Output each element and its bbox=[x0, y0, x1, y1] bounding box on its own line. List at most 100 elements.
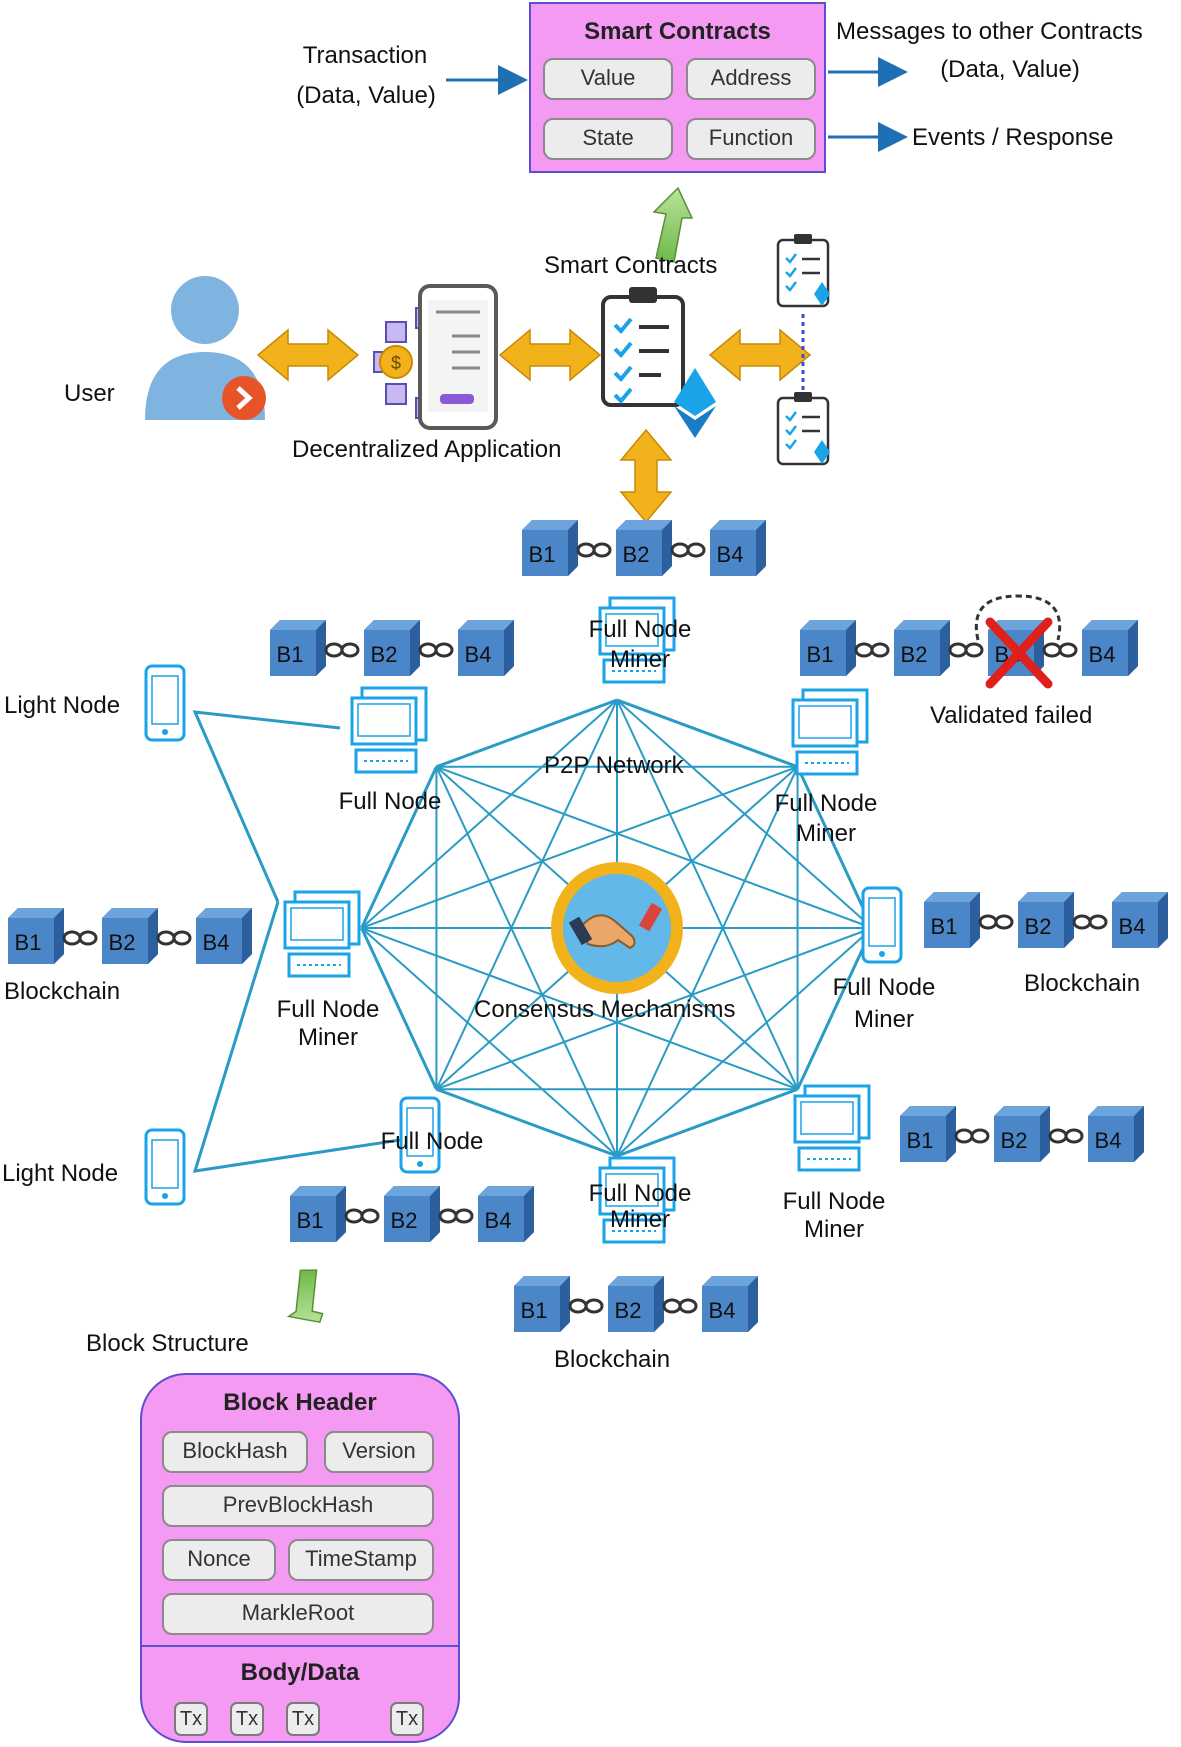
mesh-link bbox=[435, 1087, 618, 1158]
consensus-icon bbox=[551, 862, 683, 994]
chain-link-icon bbox=[978, 914, 1014, 930]
field-prevblockhash: PrevBlockHash bbox=[162, 1485, 434, 1527]
mesh-link bbox=[796, 927, 874, 1090]
chain-link-icon bbox=[1042, 642, 1078, 658]
block-label: B1 bbox=[807, 642, 834, 667]
block-label: B4 bbox=[717, 542, 744, 567]
block-label: B2 bbox=[623, 542, 650, 567]
block-structure-panel: Block Header BlockHash Version PrevBlock… bbox=[140, 1373, 460, 1743]
block-label: B4 bbox=[1089, 642, 1116, 667]
chain-link-icon bbox=[62, 930, 98, 946]
messages-sub: (Data, Value) bbox=[940, 56, 1080, 83]
double-arrow-contract-chain bbox=[709, 329, 811, 381]
block-label: B2 bbox=[1025, 914, 1052, 939]
full-node-miner-br-2: Miner bbox=[803, 1216, 864, 1243]
mesh-link bbox=[616, 1087, 799, 1158]
full-node-miner-right-2: Miner bbox=[853, 1006, 914, 1033]
block-label: B4 bbox=[465, 642, 492, 667]
block-label: B4 bbox=[485, 1208, 512, 1233]
tx-box: Tx bbox=[390, 1702, 424, 1736]
red-x-icon bbox=[985, 617, 1053, 689]
phone-icon bbox=[144, 664, 186, 742]
transaction-sub: (Data, Value) bbox=[296, 82, 436, 109]
full-node-miner-bottom-1: Full Node bbox=[588, 1180, 692, 1207]
block-label: B2 bbox=[615, 1298, 642, 1323]
chain-link-icon bbox=[948, 642, 984, 658]
contract-icon bbox=[601, 285, 685, 407]
ethereum-icon bbox=[674, 368, 716, 438]
full-node-miner-bottom-2: Miner bbox=[609, 1206, 670, 1233]
mesh-link bbox=[435, 699, 618, 1090]
block-label: B4 bbox=[1095, 1128, 1122, 1153]
contract-small-icon bbox=[776, 232, 832, 308]
consensus-label: Consensus Mechanisms bbox=[474, 996, 736, 1023]
mesh-link bbox=[360, 927, 438, 1090]
user-icon bbox=[145, 276, 266, 420]
chain-arc bbox=[974, 594, 1062, 641]
mesh-link bbox=[436, 765, 873, 929]
full-node-miner-br-1: Full Node bbox=[782, 1188, 886, 1215]
header-body-divider bbox=[142, 1645, 458, 1647]
block-label: B2 bbox=[1001, 1128, 1028, 1153]
block-label: B1 bbox=[931, 914, 958, 939]
block-structure-label: Block Structure bbox=[86, 1330, 249, 1357]
block-header-title: Block Header bbox=[223, 1389, 377, 1416]
full-node-label-bottom: Full Node bbox=[380, 1128, 484, 1155]
chain-link-icon bbox=[418, 642, 454, 658]
green-arrow-down bbox=[286, 1269, 324, 1324]
double-arrow-dapp-contract bbox=[499, 329, 601, 381]
block-label: B2 bbox=[371, 642, 398, 667]
field-address: Address bbox=[686, 58, 816, 100]
block-label: B1 bbox=[15, 930, 42, 955]
mesh-link bbox=[616, 699, 799, 1090]
block-label: B2 bbox=[901, 642, 928, 667]
body-data-title: Body/Data bbox=[240, 1659, 360, 1686]
p2p-mesh bbox=[360, 698, 874, 1158]
block-label: B4 bbox=[1119, 914, 1146, 939]
block-label: B1 bbox=[529, 542, 556, 567]
field-nonce: Nonce bbox=[162, 1539, 276, 1581]
light-node-label-top: Light Node bbox=[4, 692, 121, 719]
full-node-miner-left-1: Full Node bbox=[276, 996, 380, 1023]
block-label: B4 bbox=[709, 1298, 736, 1323]
full-node-miner-top-2: Miner bbox=[609, 646, 670, 673]
mesh-link bbox=[361, 765, 798, 929]
mesh-link bbox=[436, 927, 873, 1091]
chain-link-icon bbox=[438, 1208, 474, 1224]
messages-label: Messages to other Contracts bbox=[836, 18, 1143, 45]
svg-text:$: $ bbox=[391, 353, 401, 373]
computer-icon bbox=[793, 1084, 871, 1172]
light-node-links bbox=[192, 710, 401, 1173]
light-node-label-bottom: Light Node bbox=[2, 1160, 119, 1187]
mesh-link bbox=[796, 766, 874, 929]
field-state: State bbox=[543, 118, 673, 160]
phone-icon bbox=[144, 1128, 186, 1206]
blockchain-label-bottom: Blockchain bbox=[554, 1346, 671, 1373]
full-node-miner-left-2: Miner bbox=[297, 1024, 358, 1051]
block-label: B1 bbox=[907, 1128, 934, 1153]
blockchain-row: B1 B2 B4 bbox=[522, 520, 766, 576]
full-node-miner-top-1: Full Node bbox=[588, 616, 692, 643]
tx-box: Tx bbox=[230, 1702, 264, 1736]
smart-contracts-label: Smart Contracts bbox=[544, 252, 718, 279]
chain-link-icon bbox=[662, 1298, 698, 1314]
computer-icon bbox=[350, 686, 428, 774]
field-blockhash: BlockHash bbox=[162, 1431, 308, 1473]
dapp-icon: $ bbox=[373, 284, 498, 430]
double-arrow-user-dapp bbox=[257, 329, 359, 381]
full-node-label-tl: Full Node bbox=[338, 788, 442, 815]
blockchain-row: B1 B2 B4 bbox=[900, 1106, 1144, 1162]
full-node-miner-tr-1: Full Node bbox=[774, 790, 878, 817]
block-label: B4 bbox=[203, 930, 230, 955]
block-label: B1 bbox=[277, 642, 304, 667]
blockchain-label-left: Blockchain bbox=[4, 978, 121, 1005]
chain-link-icon bbox=[670, 542, 706, 558]
validated-failed-label: Validated failed bbox=[930, 702, 1093, 729]
mesh-link bbox=[360, 927, 618, 1157]
double-arrow-vertical bbox=[619, 428, 673, 524]
phones bbox=[144, 664, 903, 1206]
blockchain-row: B1 B2 B4 bbox=[270, 620, 514, 676]
